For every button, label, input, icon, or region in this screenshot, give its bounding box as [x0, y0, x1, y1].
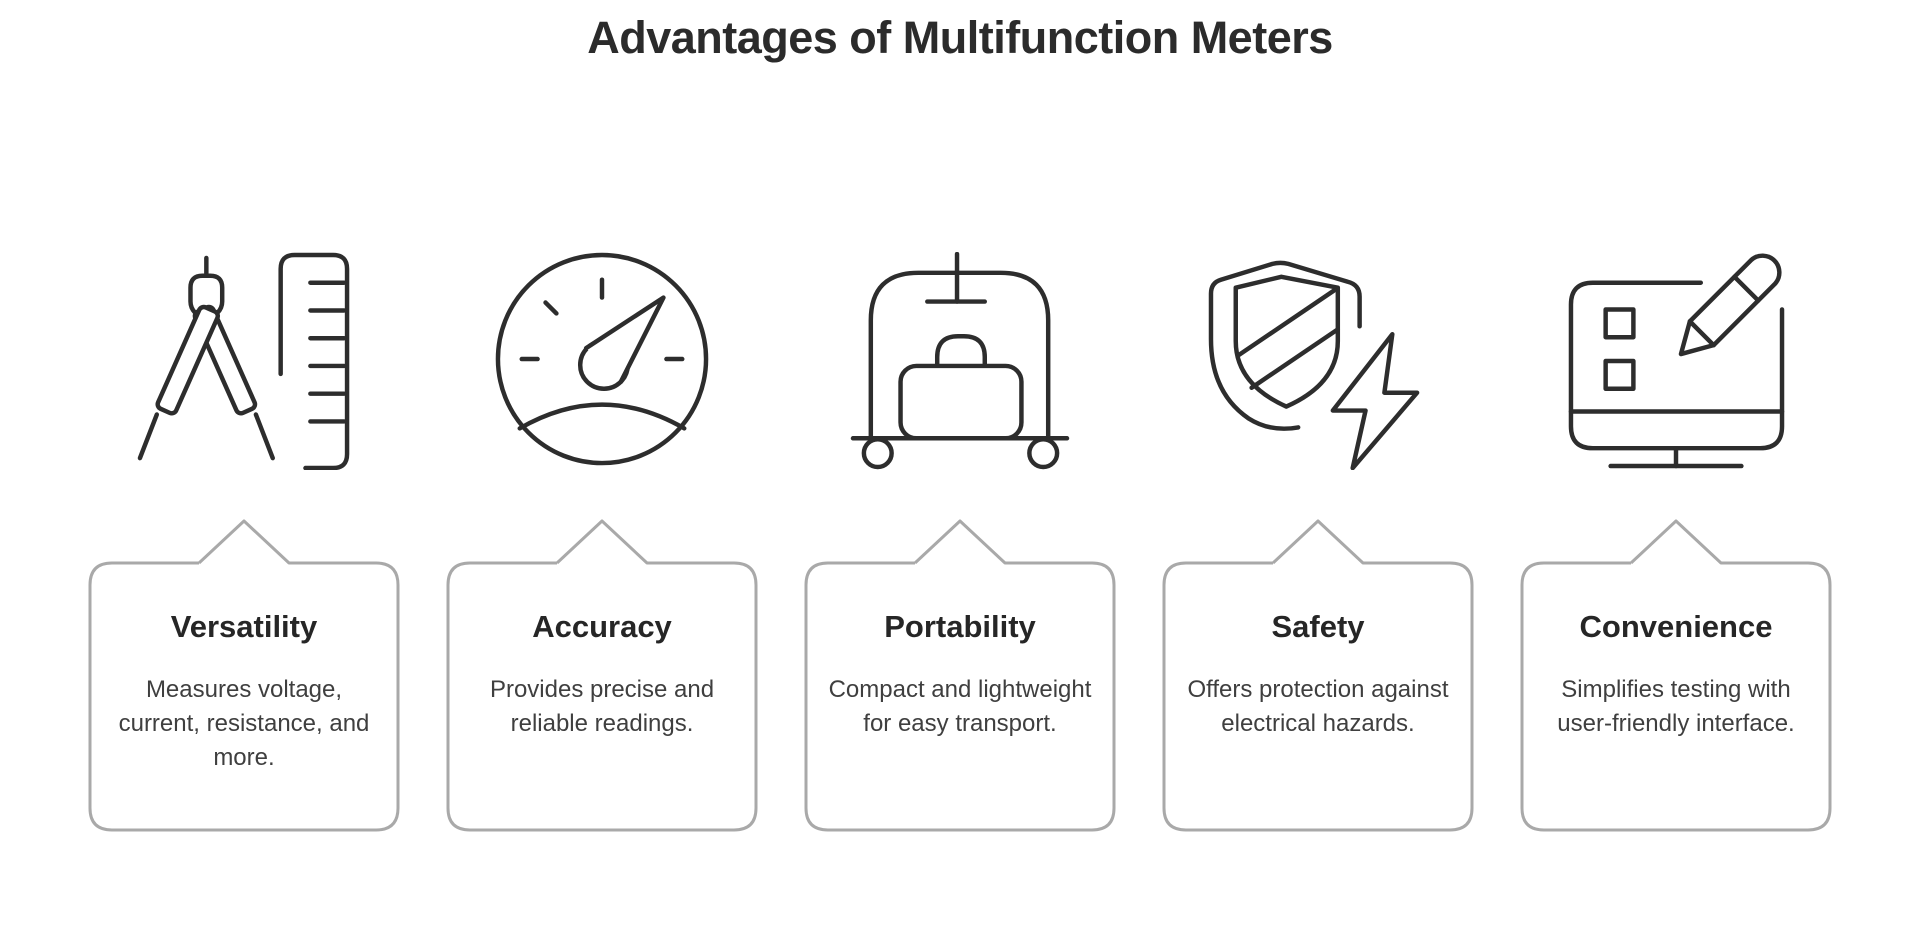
luggage-cart-icon [850, 252, 1070, 470]
card-title: Accuracy [532, 609, 672, 644]
feature-column-safety: Safety Offers protection against electri… [1162, 252, 1474, 832]
feature-card-accuracy: Accuracy Provides precise and reliable r… [446, 517, 758, 832]
card-title: Convenience [1579, 609, 1773, 644]
monitor-pencil-icon [1566, 252, 1786, 470]
speech-bubble-border [1162, 519, 1474, 832]
feature-column-portability: Portability Compact and lightweight for … [804, 252, 1116, 832]
card-description: Compact and lightweight for easy transpo… [828, 676, 1092, 737]
shield-lightning-icon [1208, 252, 1428, 470]
card-title: Portability [884, 609, 1036, 644]
feature-column-versatility: Versatility Measures voltage, current, r… [88, 252, 400, 832]
feature-card-versatility: Versatility Measures voltage, current, r… [88, 517, 400, 832]
feature-row: Versatility Measures voltage, current, r… [88, 252, 1832, 832]
compass-ruler-icon [134, 252, 354, 470]
gauge-icon [492, 252, 712, 470]
page-title: Advantages of Multifunction Meters [587, 12, 1333, 63]
card-description: Measures voltage, current, resistance, a… [118, 676, 370, 771]
card-title: Safety [1271, 609, 1365, 644]
feature-column-convenience: Convenience Simplifies testing with user… [1520, 252, 1832, 832]
speech-bubble-border [88, 519, 400, 832]
feature-card-portability: Portability Compact and lightweight for … [804, 517, 1116, 832]
speech-bubble-border [804, 519, 1116, 832]
card-description: Offers protection against electrical haz… [1187, 676, 1449, 737]
speech-bubble-border [1520, 519, 1832, 832]
feature-card-convenience: Convenience Simplifies testing with user… [1520, 517, 1832, 832]
card-description: Simplifies testing with user-friendly in… [1557, 676, 1795, 737]
card-title: Versatility [170, 609, 318, 644]
feature-card-safety: Safety Offers protection against electri… [1162, 517, 1474, 832]
speech-bubble-border [446, 519, 758, 832]
feature-column-accuracy: Accuracy Provides precise and reliable r… [446, 252, 758, 832]
card-description: Provides precise and reliable readings. [489, 676, 715, 737]
